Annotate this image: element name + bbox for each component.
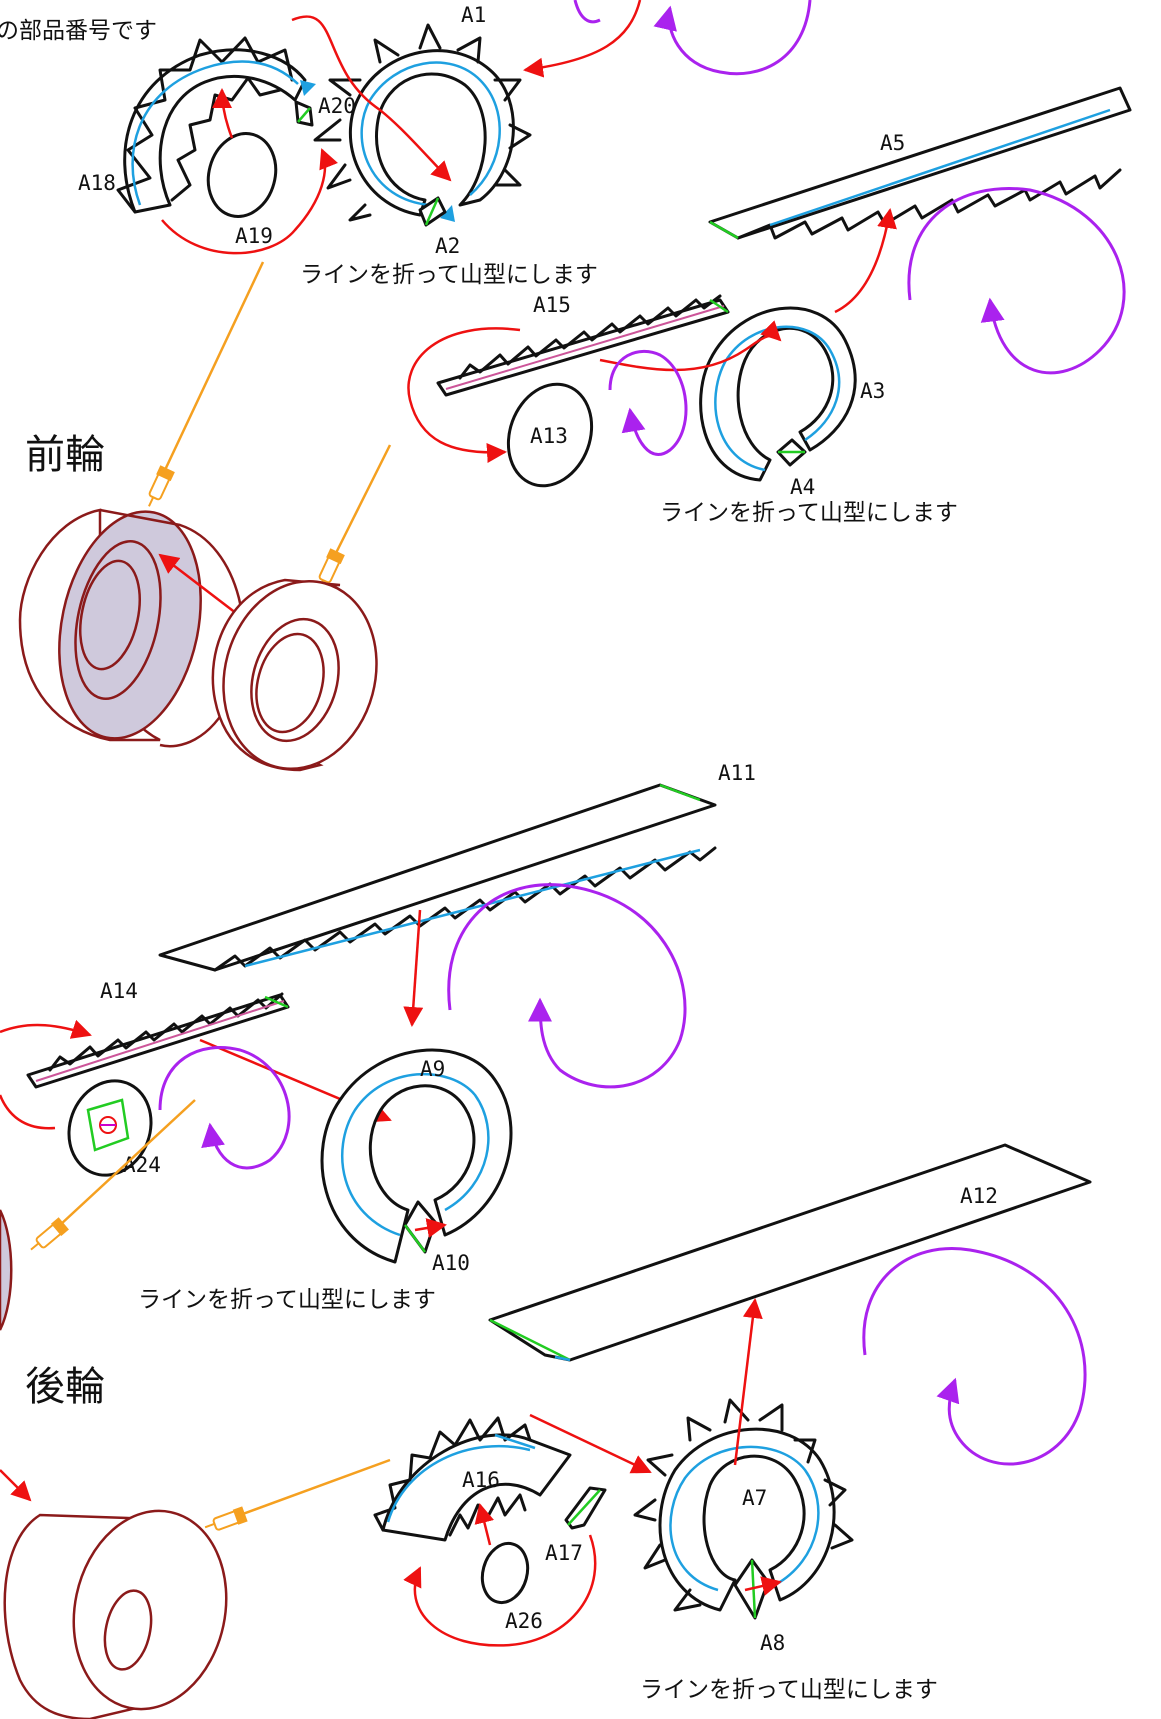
roll-arrow — [862, 1247, 1087, 1466]
assembly-arrow — [529, 1413, 652, 1474]
label-A18: A18 — [78, 171, 116, 195]
assembly-arrow — [403, 909, 424, 1027]
assembly-arrow — [474, 1503, 495, 1546]
assembly-arrow — [414, 1218, 447, 1238]
label-A7: A7 — [742, 1486, 767, 1510]
front-wheel-hub — [211, 578, 378, 772]
part-A11 — [158, 783, 717, 972]
assembly-arrow — [0, 1469, 32, 1502]
front-wheel-tire — [18, 508, 246, 748]
label-A20: A20 — [318, 94, 356, 118]
assembly-arrow — [158, 553, 246, 621]
assembly-arrow — [599, 320, 782, 372]
part-A1 — [313, 23, 532, 222]
part-A3 — [699, 306, 857, 482]
pointer-line — [239, 1458, 391, 1517]
label-A26: A26 — [505, 1609, 543, 1633]
rear-wheel-title: 後輪 — [25, 1364, 105, 1410]
label-A13: A13 — [530, 424, 568, 448]
front-wheel-title: 前輪 — [25, 432, 105, 478]
label-A24: A24 — [123, 1153, 161, 1177]
roll-arrow — [608, 349, 688, 456]
pointing-hand-icon — [141, 464, 176, 512]
part-A7 — [633, 1398, 854, 1612]
label-A12: A12 — [960, 1184, 998, 1208]
label-A14: A14 — [100, 979, 138, 1003]
part-A24 — [67, 1079, 153, 1177]
pointer-line — [163, 261, 265, 471]
part-A13 — [506, 382, 594, 488]
roll-arrow — [653, 0, 812, 76]
fold-note-2: ラインを折って山型にします — [660, 500, 958, 526]
roll-arrow — [573, 0, 601, 24]
label-A16: A16 — [462, 1468, 500, 1492]
fold-note-4: ラインを折って山型にします — [640, 1677, 938, 1703]
part-A15 — [436, 294, 730, 397]
label-A2: A2 — [435, 234, 460, 258]
pointing-hand-icon — [201, 1505, 249, 1537]
label-A10: A10 — [432, 1251, 470, 1275]
part-A14 — [26, 992, 290, 1089]
assembly-arrow — [523, 0, 642, 78]
assembly-arrow — [407, 327, 521, 463]
label-A1: A1 — [461, 3, 486, 27]
part-A9 — [320, 1048, 513, 1264]
part-A5 — [708, 86, 1132, 240]
part-A26 — [480, 1541, 530, 1605]
label-A9: A9 — [420, 1057, 445, 1081]
fold-note-3: ラインを折って山型にします — [138, 1287, 436, 1313]
part-A20 — [294, 80, 316, 127]
fold-note-1: ラインを折って山型にします — [300, 262, 598, 288]
part-A18 — [116, 36, 307, 214]
label-A17: A17 — [545, 1541, 583, 1565]
label-A5: A5 — [880, 131, 905, 155]
part-A12 — [488, 1143, 1092, 1362]
rear-wheel-edge — [0, 1209, 13, 1331]
label-A19: A19 — [235, 224, 273, 248]
label-A15: A15 — [533, 293, 571, 317]
part-A19 — [206, 132, 278, 218]
assembly-arrow — [0, 1019, 92, 1039]
roll-arrow — [907, 187, 1126, 375]
rear-wheel — [3, 1509, 228, 1719]
assembly-arrow — [161, 148, 338, 255]
pointing-hand-icon — [25, 1216, 70, 1258]
part-A17 — [564, 1486, 607, 1530]
assembly-arrow — [834, 208, 897, 314]
label-A4: A4 — [790, 475, 815, 499]
label-A11: A11 — [718, 761, 756, 785]
assembly-arrow — [744, 1576, 782, 1596]
assembly-arrow — [403, 1534, 597, 1647]
label-A3: A3 — [860, 379, 885, 403]
header-fragment: の部品番号です — [0, 18, 157, 44]
assembly-arrow — [0, 1094, 56, 1130]
part-A2 — [418, 196, 447, 227]
part-A4 — [776, 438, 807, 467]
assembly-arrow — [733, 1298, 763, 1466]
assembly-arrow — [291, 15, 452, 182]
assembly-arrow — [212, 88, 234, 139]
pointer-line — [59, 1099, 196, 1226]
roll-arrow — [158, 1046, 291, 1170]
roll-arrow — [447, 883, 687, 1089]
part-A16 — [373, 1416, 572, 1542]
label-A8: A8 — [760, 1631, 785, 1655]
pointer-line — [333, 444, 392, 556]
